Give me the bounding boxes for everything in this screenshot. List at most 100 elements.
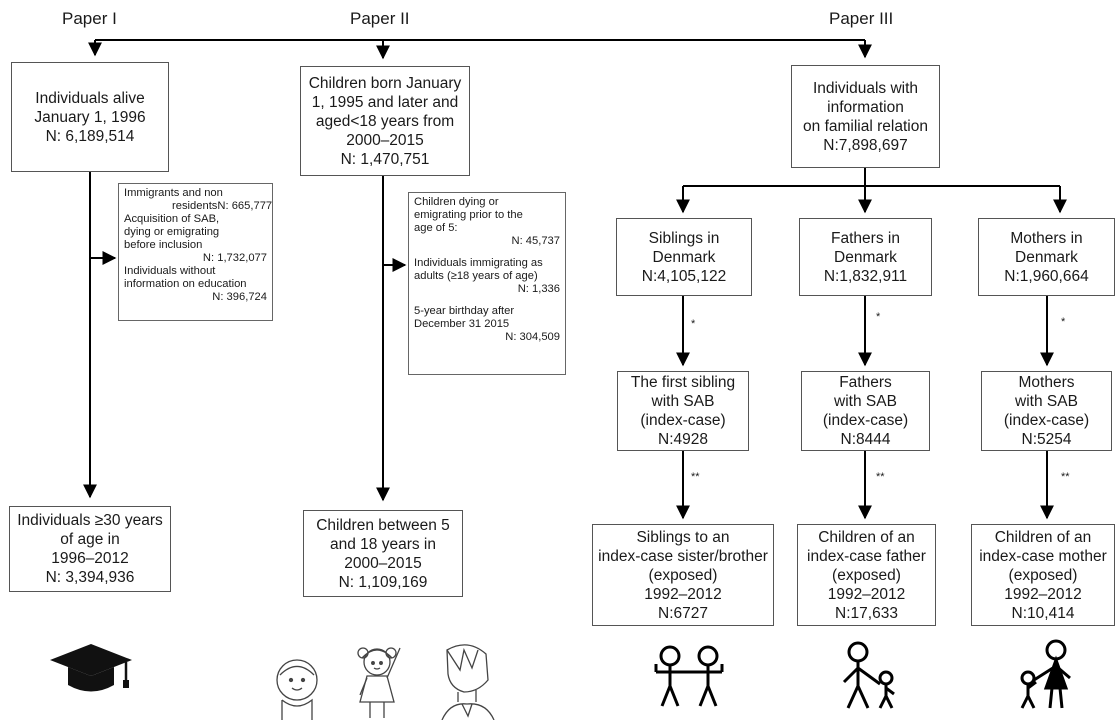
paper-3-header: Paper III bbox=[829, 9, 894, 28]
box-line: Denmark bbox=[834, 248, 897, 266]
exclusion-count: N: 304,509 bbox=[505, 331, 560, 343]
siblings-in-denmark-box: Siblings in Denmark N:4,105,122 bbox=[616, 218, 752, 296]
box-line: index-case mother bbox=[979, 547, 1107, 565]
footnote-marker: * bbox=[691, 318, 696, 330]
box-line: N:17,633 bbox=[835, 604, 898, 622]
box-line: (index-case) bbox=[822, 412, 909, 429]
exclusion-line: adults (≥18 years of age) bbox=[414, 270, 538, 282]
exclusion-line: Individuals immigrating as bbox=[414, 257, 543, 269]
box-line: (exposed) bbox=[648, 566, 718, 584]
box-line: N:8444 bbox=[840, 431, 891, 448]
first-sibling-index-box: The first sibling with SAB (index-case) … bbox=[617, 371, 749, 451]
mothers-index-box: Mothers with SAB (index-case) N:5254 bbox=[981, 371, 1112, 451]
box-line: with SAB bbox=[1015, 393, 1078, 410]
box-line: Children between 5 bbox=[316, 516, 450, 534]
box-line: N:1,832,911 bbox=[823, 267, 908, 285]
fathers-index-box: Fathers with SAB (index-case) N:8444 bbox=[801, 371, 930, 451]
box-line: 1, 1995 and later and bbox=[311, 93, 459, 111]
box-line: N:1,960,664 bbox=[1004, 267, 1089, 285]
exclusion-count: N: 396,724 bbox=[212, 291, 267, 303]
box-line: (exposed) bbox=[1008, 566, 1078, 584]
exclusion-count: N: 45,737 bbox=[511, 235, 560, 247]
paper-1-result-box: Individuals ≥30 years of age in 1996–201… bbox=[9, 506, 171, 592]
box-line: and 18 years in bbox=[330, 535, 436, 553]
exposed-siblings-box: Siblings to an index-case sister/brother… bbox=[592, 524, 774, 626]
box-line: Individuals with bbox=[812, 79, 919, 97]
box-line: N: 3,394,936 bbox=[45, 569, 135, 586]
exclusion-line: Individuals without bbox=[124, 265, 216, 277]
box-line: January 1, 1996 bbox=[34, 108, 146, 126]
footnote-marker: * bbox=[1061, 316, 1066, 328]
box-line: (exposed) bbox=[832, 566, 901, 584]
box-line: N: 1,109,169 bbox=[338, 573, 428, 591]
box-line: index-case sister/brother bbox=[598, 547, 768, 565]
paper-2-population-box: Children born January 1, 1995 and later … bbox=[300, 66, 470, 176]
mother-child-icon bbox=[1020, 639, 1071, 709]
paper-1-header: Paper I bbox=[62, 9, 117, 28]
box-line: 1992–2012 bbox=[827, 585, 906, 603]
box-line: N:10,414 bbox=[1011, 604, 1075, 622]
box-line: Mothers in bbox=[1010, 229, 1083, 247]
paper-2-exclusion-box: Children dying or emigrating prior to th… bbox=[408, 192, 566, 375]
box-line: with SAB bbox=[651, 393, 715, 410]
box-line: on familial relation bbox=[803, 117, 928, 135]
box-line: Siblings to an bbox=[636, 528, 730, 546]
box-line: N:4928 bbox=[658, 431, 708, 448]
exclusion-line: dying or emigrating bbox=[124, 226, 220, 238]
footnote-marker: ** bbox=[876, 471, 885, 483]
father-child-icon bbox=[842, 641, 895, 709]
box-line: Individuals ≥30 years bbox=[17, 512, 163, 529]
box-line: of age in bbox=[60, 531, 120, 548]
box-line: The first sibling bbox=[630, 374, 736, 391]
box-line: 2000–2015 bbox=[344, 554, 422, 572]
box-line: Denmark bbox=[652, 248, 716, 266]
graduation-cap-icon bbox=[50, 644, 132, 692]
box-line: 2000–2015 bbox=[346, 131, 424, 149]
box-line: N:6727 bbox=[658, 604, 708, 622]
exclusion-line: Children dying or bbox=[414, 196, 499, 208]
box-line: Fathers in bbox=[831, 229, 900, 247]
box-line: N:7,898,697 bbox=[823, 136, 908, 154]
exclusion-line: Acquisition of SAB, bbox=[124, 213, 220, 225]
paper-2-header: Paper II bbox=[350, 9, 410, 28]
fathers-in-denmark-box: Fathers in Denmark N:1,832,911 bbox=[799, 218, 932, 296]
box-line: Denmark bbox=[1015, 248, 1078, 266]
box-line: 1992–2012 bbox=[1004, 585, 1082, 603]
paper-1-population-box: Individuals alive January 1, 1996 N: 6,1… bbox=[11, 62, 169, 172]
box-line: index-case father bbox=[807, 547, 926, 565]
exclusion-count: N: 1,732,077 bbox=[202, 252, 267, 264]
box-line: Children of an bbox=[994, 528, 1092, 546]
exclusion-line: emigrating prior to the bbox=[414, 209, 523, 221]
box-line: Individuals alive bbox=[35, 89, 145, 107]
children-icon bbox=[276, 644, 495, 720]
exclusion-count: N: 1,336 bbox=[517, 283, 560, 295]
box-line: aged<18 years from bbox=[315, 112, 455, 130]
exclusion-line: information on education bbox=[124, 278, 247, 290]
mothers-in-denmark-box: Mothers in Denmark N:1,960,664 bbox=[978, 218, 1115, 296]
box-line: 1992–2012 bbox=[644, 585, 722, 603]
box-line: N:5254 bbox=[1021, 431, 1072, 448]
box-line: 1996–2012 bbox=[51, 550, 129, 567]
footnote-marker: ** bbox=[691, 471, 700, 483]
box-line: Children of an bbox=[818, 528, 915, 546]
box-line: Siblings in bbox=[648, 229, 720, 247]
box-line: N: 6,189,514 bbox=[45, 127, 135, 145]
siblings-icon bbox=[654, 645, 724, 707]
box-line: Fathers bbox=[839, 374, 892, 391]
paper-3-population-box: Individuals with information on familial… bbox=[791, 65, 940, 168]
exposed-children-of-father-box: Children of an index-case father (expose… bbox=[797, 524, 936, 626]
exposed-children-of-mother-box: Children of an index-case mother (expose… bbox=[971, 524, 1115, 626]
box-line: (index-case) bbox=[640, 412, 726, 429]
exclusion-line: age of 5: bbox=[414, 222, 458, 234]
exclusion-line: before inclusion bbox=[124, 239, 203, 251]
exclusion-line: Immigrants and non bbox=[124, 187, 223, 199]
exclusion-line: December 31 2015 bbox=[414, 318, 510, 330]
box-line: N: 1,470,751 bbox=[340, 150, 430, 168]
box-line: Mothers bbox=[1018, 374, 1075, 391]
exclusion-line: 5-year birthday after bbox=[414, 305, 515, 317]
box-line: N:4,105,122 bbox=[641, 267, 727, 285]
box-line: information bbox=[827, 98, 904, 116]
